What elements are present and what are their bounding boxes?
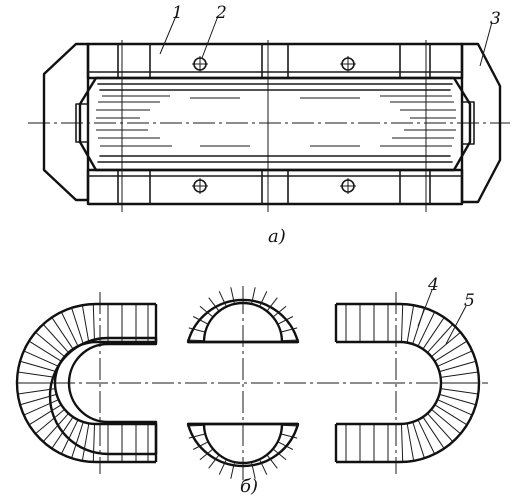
bolt-bottom-right: [340, 178, 356, 194]
hatch-line: [188, 327, 205, 333]
hatch-line: [199, 305, 213, 317]
hatch-line: [267, 297, 278, 311]
hatch-line: [71, 308, 84, 344]
hatch-line: [441, 371, 478, 378]
figure-a: 1 2 3 а): [28, 3, 510, 247]
hatch-line: [251, 462, 256, 479]
bolt-top-right: [340, 56, 356, 72]
hatch-line: [423, 318, 445, 349]
bottom-bar: [86, 168, 464, 206]
hatch-line: [251, 287, 256, 304]
hatch-line: [281, 433, 298, 439]
hatch-line: [281, 327, 298, 333]
hatch-line: [406, 306, 414, 342]
hatch-line: [401, 304, 404, 342]
hatch-line: [51, 318, 73, 349]
hatch-line: [82, 306, 90, 342]
hatch-line: [51, 417, 73, 448]
hatch-line: [401, 424, 404, 462]
hatch-line: [186, 339, 204, 342]
hatch-line: [423, 417, 445, 448]
hatch-line: [431, 332, 461, 357]
callout-4: 4: [427, 275, 439, 295]
callout-3: 3: [490, 9, 501, 29]
hatch-line: [282, 339, 300, 342]
hatch-line: [208, 455, 219, 469]
hatch-line: [438, 399, 472, 416]
hatch-line: [267, 455, 278, 469]
hatch-line: [186, 424, 204, 427]
hatch-line: [192, 441, 208, 450]
hatch-line: [29, 341, 61, 362]
leader-3: [479, 21, 493, 67]
hatch-line: [18, 371, 55, 378]
hatch-line: [35, 332, 65, 357]
figure-b-caption: б): [240, 476, 258, 497]
hatch-line: [192, 316, 208, 325]
leader-4: [417, 289, 433, 327]
top-bar: [86, 42, 464, 80]
hatch-line: [230, 462, 235, 479]
hatch-line: [273, 449, 287, 461]
figure-a-caption: а): [268, 226, 286, 247]
hatch-line: [440, 394, 476, 405]
hatch-line: [18, 388, 55, 395]
hatch-line: [278, 316, 294, 325]
hatch-line: [417, 312, 435, 346]
left-c-segment: [15, 292, 158, 474]
hatch-line: [199, 449, 213, 461]
hatch-line: [218, 459, 227, 475]
hatch-line: [230, 287, 235, 304]
leader-1: [159, 15, 177, 55]
hatch-line: [24, 399, 58, 416]
core-hatching: [96, 95, 456, 147]
hatch-line: [188, 433, 205, 439]
leader-5: [445, 305, 467, 345]
figure-b: 4 5 б): [15, 275, 488, 497]
hatch-line: [427, 324, 453, 353]
bolt-bottom-left: [192, 178, 208, 194]
hatch-line: [427, 413, 453, 442]
hatch-line: [24, 350, 58, 367]
hatch-line: [20, 394, 56, 405]
hatch-line: [273, 305, 287, 317]
hatch-line: [92, 424, 95, 462]
hatch-line: [29, 404, 61, 425]
hatch-line: [82, 424, 90, 460]
hatch-line: [208, 297, 219, 311]
hatch-line: [278, 441, 294, 450]
hatch-line: [282, 424, 300, 427]
hatch-line: [61, 312, 79, 346]
hatch-line: [71, 422, 84, 458]
hatch-line: [20, 361, 56, 372]
hatch-line: [435, 341, 467, 362]
left-end-cap: [42, 42, 90, 202]
central-core: [78, 76, 472, 172]
bolt-top-left: [192, 56, 208, 72]
hatch-line: [35, 409, 65, 434]
hatch-line: [441, 388, 478, 395]
hatch-line: [61, 420, 79, 454]
hatch-line: [438, 350, 472, 367]
callout-2: 2: [215, 3, 227, 23]
hatch-line: [259, 459, 268, 475]
hatch-line: [417, 420, 435, 454]
left-end-cap-boss: [75, 103, 89, 143]
hatch-line: [435, 404, 467, 425]
leader-2: [201, 15, 219, 59]
hatch-line: [43, 324, 69, 353]
hatch-line: [92, 304, 95, 342]
hatch-line: [218, 291, 227, 307]
hatch-line: [440, 361, 476, 372]
hatch-line: [259, 291, 268, 307]
hatch-line: [43, 413, 69, 442]
hatch-line: [431, 409, 461, 434]
callout-1: 1: [172, 3, 183, 23]
callout-5: 5: [464, 291, 475, 311]
hatch-line: [406, 424, 414, 460]
hatch-line: [412, 422, 425, 458]
